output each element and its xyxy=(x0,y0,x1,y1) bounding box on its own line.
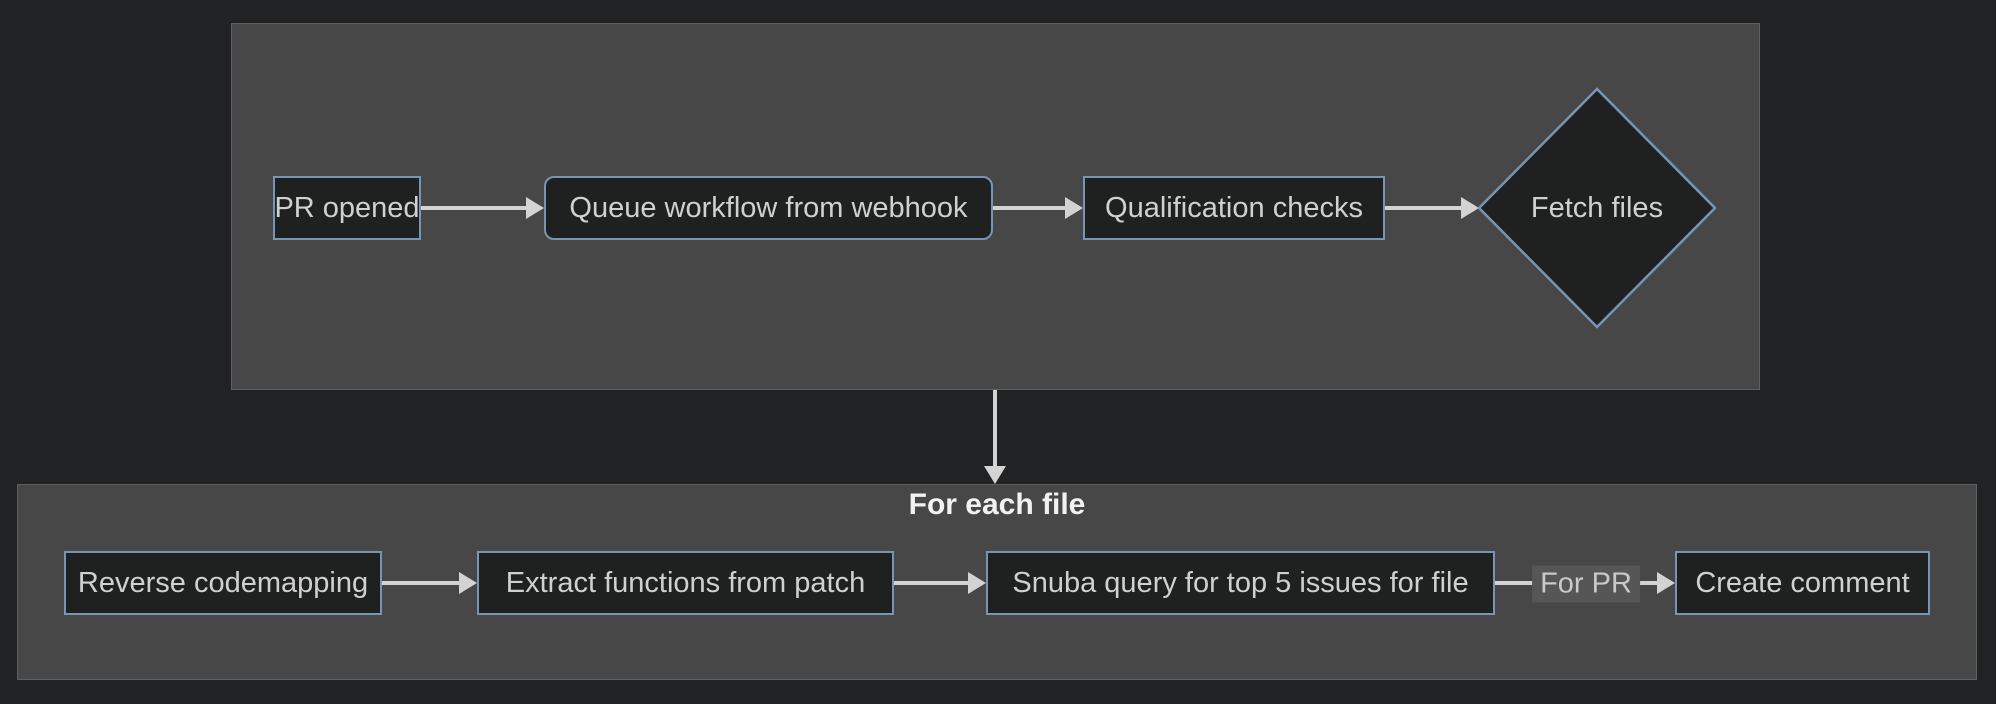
node-snuba-query: Snuba query for top 5 issues for file xyxy=(986,551,1495,615)
node-create-comment: Create comment xyxy=(1675,551,1930,615)
node-reverse-codemapping-label: Reverse codemapping xyxy=(77,566,369,599)
node-extract-functions-label: Extract functions from patch xyxy=(505,566,866,599)
edge-top-cluster-to-for-each-file xyxy=(984,390,1006,484)
for-each-file-cluster-title: For each file xyxy=(908,488,1086,521)
node-qualification-checks: Qualification checks xyxy=(1083,176,1385,240)
node-fetch-files-label: Fetch files xyxy=(1530,191,1664,224)
node-reverse-codemapping: Reverse codemapping xyxy=(64,551,382,615)
node-queue-workflow: Queue workflow from webhook xyxy=(544,176,993,240)
node-queue-workflow-label: Queue workflow from webhook xyxy=(569,191,968,224)
node-pr-opened: PR opened xyxy=(273,176,421,240)
node-fetch-files: Fetch files xyxy=(1479,176,1715,240)
edge-label-for-pr: For PR xyxy=(1532,565,1640,603)
node-qualification-checks-label: Qualification checks xyxy=(1105,191,1363,224)
node-extract-functions: Extract functions from patch xyxy=(477,551,894,615)
node-pr-opened-label: PR opened xyxy=(274,191,420,224)
node-snuba-query-label: Snuba query for top 5 issues for file xyxy=(1012,566,1469,599)
node-create-comment-label: Create comment xyxy=(1695,566,1910,599)
